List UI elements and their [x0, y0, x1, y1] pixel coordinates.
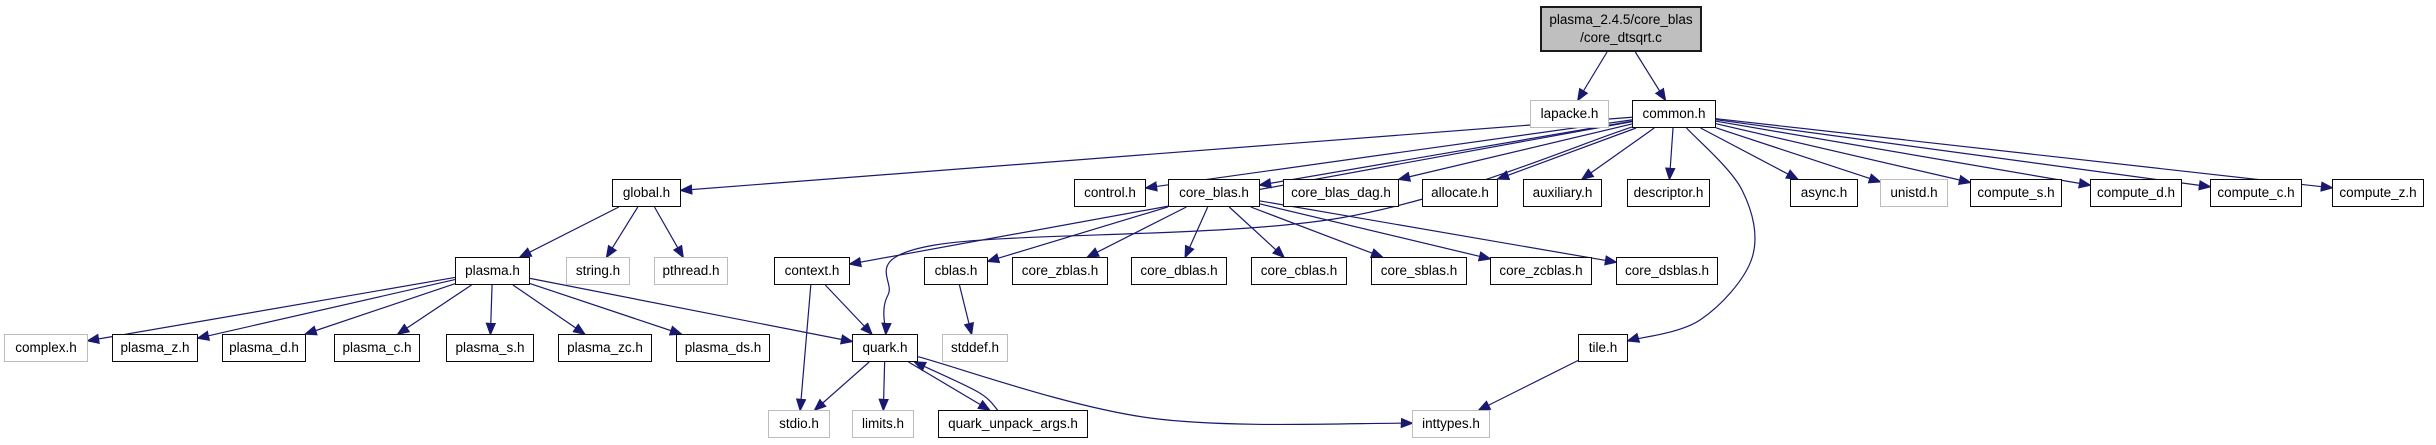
edge-common-h-to-descriptor-h — [1664, 127, 1676, 181]
edge-plasma-h-to-plasma-d-h — [303, 283, 456, 336]
node-compute-s-h[interactable]: compute_s.h — [1970, 179, 2062, 207]
node-limits-h: limits.h — [852, 410, 914, 438]
edge-tile-h-to-inttypes-h — [1477, 359, 1579, 411]
node-pthread-h: pthread.h — [654, 257, 728, 285]
node-compute-d-h[interactable]: compute_d.h — [2090, 179, 2182, 207]
edge-plasma-h-to-plasma-c-h — [396, 284, 472, 336]
node-core-blas-dag-h[interactable]: core_blas_dag.h — [1283, 179, 1399, 207]
edge-quark-h-to-stdio-h — [813, 361, 870, 412]
edge-quark-unpack-args-h-to-quark-h — [912, 361, 999, 411]
node-plasma-d-h[interactable]: plasma_d.h — [222, 334, 306, 362]
edge-common-h-to-compute-s-h — [1715, 123, 1972, 185]
node-compute-z-h[interactable]: compute_z.h — [2332, 179, 2424, 207]
node-stddef-h: stddef.h — [942, 334, 1008, 362]
edge-global-h-to-plasma-h — [518, 206, 620, 258]
edge-context-h-to-quark-h — [824, 284, 874, 336]
node-cblas-h[interactable]: cblas.h — [924, 257, 988, 285]
edge-common-h-to-compute-z-h — [1715, 118, 2334, 192]
edge-plasma-h-to-plasma-zc-h — [512, 284, 587, 336]
node-descriptor-h[interactable]: descriptor.h — [1627, 179, 1710, 207]
node-async-h[interactable]: async.h — [1790, 179, 1858, 207]
edge-common-h-to-auxiliary-h — [1580, 127, 1655, 181]
edge-core-blas-h-to-core-dsblas-h — [1259, 200, 1618, 266]
node-string-h: string.h — [566, 257, 630, 285]
node-quark-unpack-args-h[interactable]: quark_unpack_args.h — [938, 410, 1088, 438]
node-quark-h[interactable]: quark.h — [852, 334, 918, 362]
node-core-zcblas-h[interactable]: core_zcblas.h — [1490, 257, 1592, 285]
node-plasma-s-h[interactable]: plasma_s.h — [446, 334, 534, 362]
node-common-h[interactable]: common.h — [1632, 100, 1716, 128]
edge-quark-h-to-limits-h — [878, 361, 889, 412]
edge-common-h-to-global-h — [679, 116, 1633, 195]
edge-global-h-to-pthread-h — [653, 206, 684, 259]
node-context-h[interactable]: context.h — [774, 257, 850, 285]
node-plasma-h[interactable]: plasma.h — [455, 257, 530, 285]
node-lapacke-h: lapacke.h — [1530, 100, 1609, 128]
edge-cblas-h-to-stddef-h — [958, 284, 974, 336]
edge-common-h-to-async-h — [1700, 127, 1800, 180]
node-auxiliary-h[interactable]: auxiliary.h — [1523, 179, 1602, 207]
edge-core-blas-h-to-core-zcblas-h — [1259, 203, 1492, 262]
edge-plasma-h-to-plasma-z-h — [196, 278, 456, 341]
node-core-zblas-h[interactable]: core_zblas.h — [1012, 257, 1108, 285]
edge-common-h-to-tile-h — [1626, 127, 1756, 343]
edge-plasma-h-to-plasma-ds-h — [529, 282, 683, 336]
node-plasma-zc-h[interactable]: plasma_zc.h — [558, 334, 652, 362]
edge-global-h-to-string-h — [605, 206, 639, 259]
node-allocate-h[interactable]: allocate.h — [1422, 179, 1498, 207]
edge-common-h-to-core-blas-dag-h — [1397, 123, 1633, 182]
edge-plasma-h-to-plasma-s-h — [485, 284, 497, 336]
node-unistd-h: unistd.h — [1880, 179, 1948, 207]
node-core-sblas-h[interactable]: core_sblas.h — [1371, 257, 1467, 285]
edge-core-blas-h-to-core-cblas-h — [1228, 206, 1286, 259]
edge-root-to-lapacke-h — [1576, 51, 1608, 102]
edge-quark-h-to-quark-unpack-args-h — [908, 361, 992, 412]
edge-core-blas-h-to-core-sblas-h — [1250, 206, 1385, 258]
edge-common-h-to-quark-h — [881, 126, 1633, 336]
node-core-cblas-h[interactable]: core_cblas.h — [1251, 257, 1347, 285]
node-plasma-ds-h[interactable]: plasma_ds.h — [676, 334, 770, 362]
edge-common-h-to-compute-c-h — [1715, 119, 2212, 191]
node-inttypes-h: inttypes.h — [1412, 410, 1490, 438]
edge-common-h-to-core-blas-h — [1258, 120, 1633, 189]
edge-common-h-to-unistd-h — [1715, 127, 1882, 184]
node-root: plasma_2.4.5/core_blas /core_dtsqrt.c — [1540, 6, 1702, 52]
edge-common-h-to-allocate-h — [1496, 127, 1637, 181]
node-stdio-h: stdio.h — [768, 410, 830, 438]
edge-core-blas-h-to-core-zblas-h — [1085, 206, 1187, 258]
edge-quark-h-to-inttypes-h — [917, 356, 1414, 429]
node-core-dsblas-h[interactable]: core_dsblas.h — [1616, 257, 1718, 285]
node-plasma-c-h[interactable]: plasma_c.h — [334, 334, 420, 362]
edge-plasma-h-to-complex-h — [86, 276, 456, 345]
node-core-blas-h[interactable]: core_blas.h — [1168, 179, 1260, 207]
edge-root-to-common-h — [1634, 51, 1667, 102]
edge-core-blas-h-to-core-dblas-h — [1184, 206, 1209, 259]
node-tile-h[interactable]: tile.h — [1578, 334, 1628, 362]
node-complex-h: complex.h — [4, 334, 88, 362]
node-global-h[interactable]: global.h — [612, 179, 681, 207]
node-plasma-z-h[interactable]: plasma_z.h — [112, 334, 198, 362]
node-core-dblas-h[interactable]: core_dblas.h — [1131, 257, 1227, 285]
edge-common-h-to-control-h — [1144, 119, 1633, 192]
edge-core-blas-h-to-cblas-h — [986, 206, 1169, 264]
node-compute-c-h[interactable]: compute_c.h — [2210, 179, 2302, 207]
edge-context-h-to-stdio-h — [795, 284, 812, 412]
edge-common-h-to-compute-d-h — [1715, 120, 2092, 189]
edge-plasma-h-to-quark-h — [529, 277, 854, 345]
node-control-h[interactable]: control.h — [1074, 179, 1146, 207]
